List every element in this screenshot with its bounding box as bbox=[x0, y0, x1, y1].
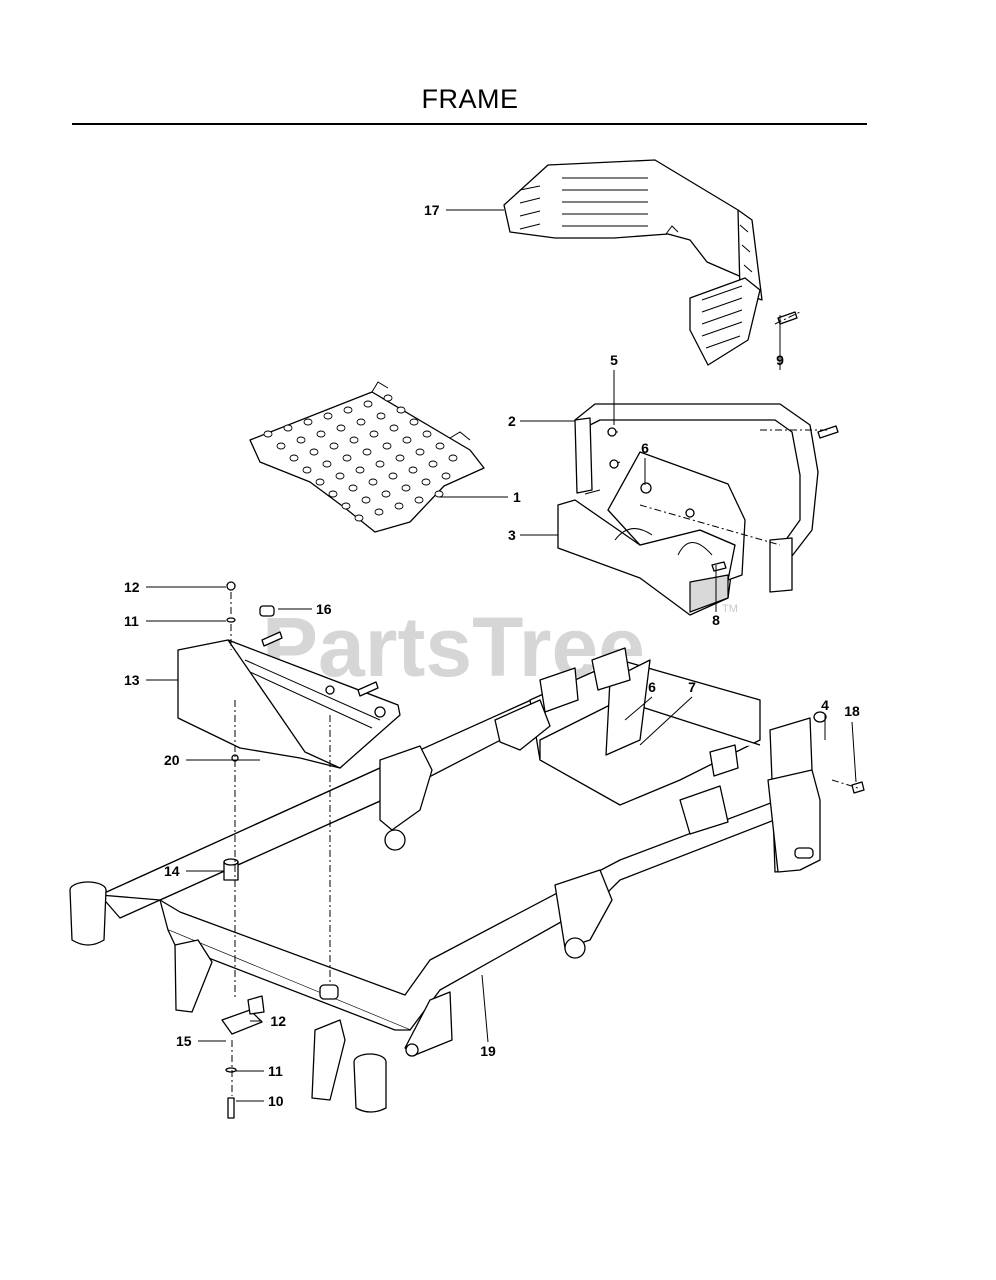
floor-plate-hole bbox=[328, 490, 338, 498]
floor-plate-hole bbox=[362, 448, 372, 456]
watermark-trademark: TM bbox=[722, 603, 738, 615]
callout-label-18: 18 bbox=[844, 703, 860, 719]
callout-label-6: 6 bbox=[648, 679, 656, 695]
floor-plate-hole bbox=[409, 418, 419, 426]
floor-plate-hole bbox=[356, 418, 366, 426]
floor-plate-hole bbox=[355, 466, 365, 474]
floor-plate-hole bbox=[374, 508, 384, 516]
floor-plate-hole bbox=[441, 472, 451, 480]
floor-plate-hole bbox=[354, 514, 364, 522]
floor-plate-hole bbox=[408, 466, 418, 474]
floor-plate-hole bbox=[381, 490, 391, 498]
callout-label-11: 11 bbox=[268, 1063, 283, 1079]
callout-label-17: 17 bbox=[424, 202, 440, 218]
callout-label-12: 12 bbox=[270, 1013, 286, 1029]
floor-plate-hole bbox=[341, 502, 351, 510]
lower-small-parts bbox=[221, 581, 865, 1119]
floor-plate-hole bbox=[303, 418, 313, 426]
part-17-seat-shroud bbox=[503, 159, 763, 366]
part-1-floor-plate bbox=[249, 381, 485, 533]
callout-label-20: 20 bbox=[164, 752, 180, 768]
floor-plate-hole bbox=[349, 436, 359, 444]
callout-label-16: 16 bbox=[316, 601, 332, 617]
floor-plate-hole bbox=[368, 478, 378, 486]
floor-plate-hole bbox=[322, 460, 332, 468]
floor-plate-hole bbox=[428, 460, 438, 468]
callout-label-19: 19 bbox=[480, 1043, 496, 1059]
floor-plate-hole bbox=[276, 442, 286, 450]
floor-plate-hole bbox=[382, 442, 392, 450]
floor-plate-hole bbox=[342, 454, 352, 462]
floor-plate-hole bbox=[361, 496, 371, 504]
callout-label-7: 7 bbox=[688, 679, 696, 695]
callout-label-11: 11 bbox=[124, 613, 139, 629]
callout-label-12: 12 bbox=[124, 579, 140, 595]
floor-plate-hole bbox=[302, 466, 312, 474]
floor-plate-hole bbox=[315, 478, 325, 486]
floor-plate-hole bbox=[376, 412, 386, 420]
floor-plate-hole bbox=[388, 472, 398, 480]
part-2-rollbar-loop bbox=[574, 403, 819, 593]
floor-plate-hole bbox=[335, 472, 345, 480]
floor-plate-hole bbox=[435, 442, 445, 450]
assembly-lines bbox=[230, 311, 859, 1096]
callout-label-3: 3 bbox=[508, 527, 516, 543]
floor-plate-hole bbox=[415, 448, 425, 456]
floor-plate-hole bbox=[414, 496, 424, 504]
callout-leader-7 bbox=[639, 696, 693, 746]
floor-plate-hole bbox=[383, 394, 393, 402]
floor-plate-hole bbox=[296, 436, 306, 444]
callout-label-13: 13 bbox=[124, 672, 140, 688]
title-rule bbox=[72, 123, 867, 125]
floor-plate-hole bbox=[395, 454, 405, 462]
callout-label-14: 14 bbox=[164, 863, 180, 879]
floor-plate-hole bbox=[343, 406, 353, 414]
callout-label-6: 6 bbox=[641, 440, 649, 456]
floor-plate-hole bbox=[421, 478, 431, 486]
floor-plate-hole bbox=[309, 448, 319, 456]
callout-label-2: 2 bbox=[508, 413, 516, 429]
floor-plate-hole bbox=[375, 460, 385, 468]
floor-plate-hole bbox=[394, 502, 404, 510]
floor-plate-hole bbox=[348, 484, 358, 492]
callout-leader-6 bbox=[624, 696, 653, 721]
floor-plate-hole bbox=[336, 424, 346, 432]
callout-label-4: 4 bbox=[821, 697, 829, 713]
callout-leader-19 bbox=[481, 974, 489, 1043]
floor-plate-hole bbox=[389, 424, 399, 432]
part-13-shield bbox=[177, 605, 401, 769]
callout-label-8: 8 bbox=[712, 612, 720, 628]
callout-label-10: 10 bbox=[268, 1093, 284, 1109]
floor-plate-hole bbox=[323, 412, 333, 420]
seat-fasteners bbox=[584, 311, 839, 572]
floor-plate-hole bbox=[289, 454, 299, 462]
floor-plate-hole bbox=[448, 454, 458, 462]
floor-plate-hole bbox=[263, 430, 273, 438]
floor-plate-hole bbox=[402, 436, 412, 444]
floor-plate-hole bbox=[422, 430, 432, 438]
callout-label-5: 5 bbox=[610, 352, 618, 368]
floor-plate-hole bbox=[434, 490, 444, 498]
page-title: FRAME bbox=[421, 84, 519, 114]
floor-plate-hole bbox=[283, 424, 293, 432]
callout-leader-18 bbox=[851, 721, 857, 783]
floor-plate-hole bbox=[363, 400, 373, 408]
floor-plate-hole bbox=[329, 442, 339, 450]
callout-label-9: 9 bbox=[776, 352, 784, 368]
floor-plate-hole bbox=[396, 406, 406, 414]
floor-plate-hole bbox=[401, 484, 411, 492]
callout-label-1: 1 bbox=[513, 489, 521, 505]
floor-plate-hole bbox=[369, 430, 379, 438]
callout-label-15: 15 bbox=[176, 1033, 192, 1049]
floor-plate-hole bbox=[316, 430, 326, 438]
